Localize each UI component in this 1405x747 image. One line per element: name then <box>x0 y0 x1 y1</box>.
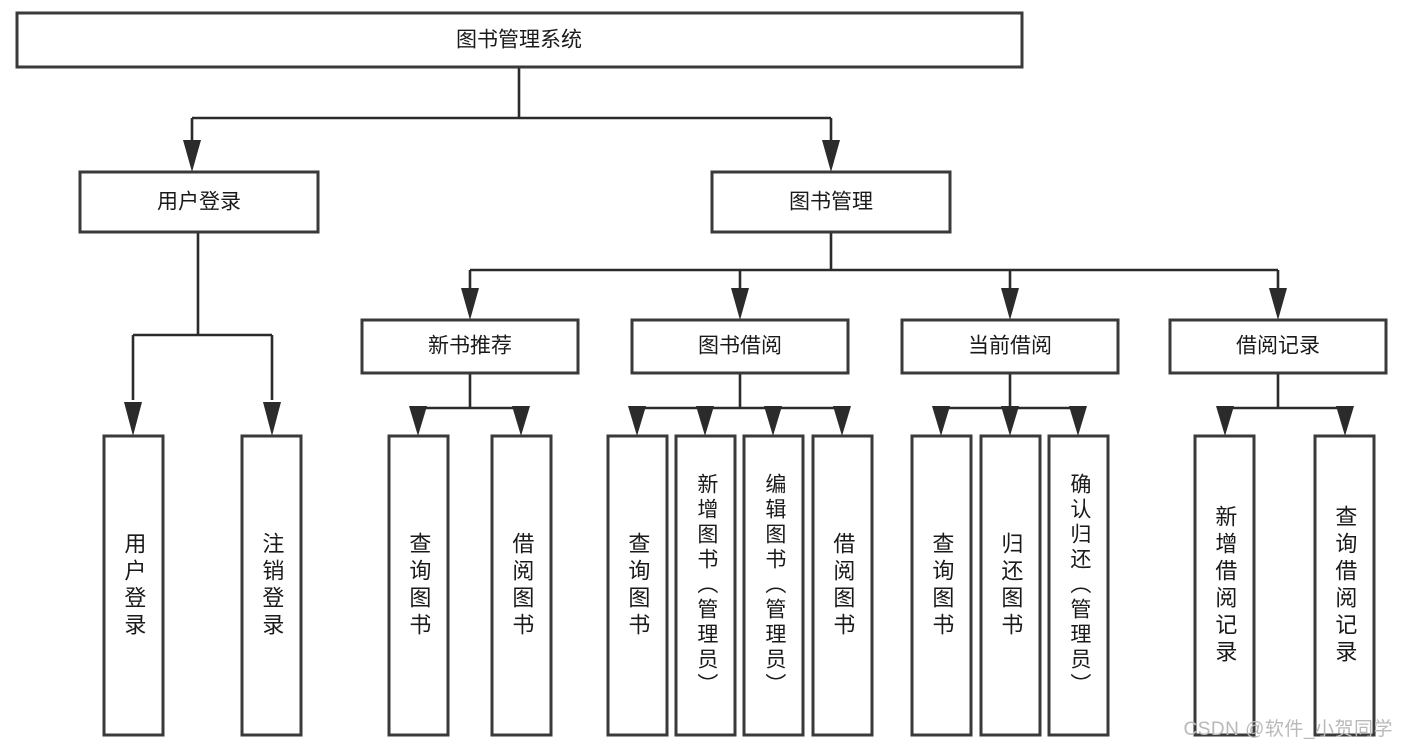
node-borrow-record[interactable]: 借阅记录 <box>1168 318 1388 375</box>
leaf-user-logout-vtext: 注销登录 <box>259 531 285 640</box>
leaf-borrow-query[interactable]: 查询图书 <box>606 434 669 737</box>
node-user-login-box[interactable] <box>78 170 320 234</box>
leaf-newbook-query-vtext: 查询图书 <box>406 531 432 640</box>
node-book-management-box[interactable] <box>710 170 952 234</box>
leaf-current-query-box[interactable] <box>910 434 973 737</box>
leaf-newbook-query-text-wrap: 查询图书 <box>406 531 432 640</box>
arrow-root-to-user-icon <box>183 140 201 172</box>
leaf-borrow-do-vtext: 借阅图书 <box>830 531 856 640</box>
leaf-borrow-edit-text-wrap: 编辑图书（管理员） <box>762 473 786 698</box>
node-root-label: 图书管理系统 <box>456 29 582 52</box>
leaf-record-query-text-wrap: 查询借阅记录 <box>1332 504 1358 667</box>
leaf-current-return-vtext: 归还图书 <box>998 531 1024 640</box>
leaf-record-add-box[interactable] <box>1193 434 1256 737</box>
leaf-user-logout-box[interactable] <box>240 434 303 737</box>
leaf-user-login-1-box[interactable] <box>102 434 165 737</box>
leaf-record-query-box[interactable] <box>1313 434 1376 737</box>
node-user-login-label: 用户登录 <box>157 191 241 214</box>
arrow-newbook-leaf1-icon <box>409 406 427 436</box>
node-borrow-record-box[interactable] <box>1168 318 1388 375</box>
leaf-user-login-1-text-wrap: 用户登录 <box>121 531 147 640</box>
leaf-newbook-borrow[interactable]: 借阅图书 <box>490 434 553 737</box>
leaf-current-confirm-box[interactable] <box>1047 434 1110 737</box>
arrow-record-leaf2-icon <box>1336 406 1354 436</box>
node-new-book-recommend[interactable]: 新书推荐 <box>360 318 580 375</box>
node-current-borrow[interactable]: 当前借阅 <box>900 318 1120 375</box>
leaf-newbook-query-box[interactable] <box>387 434 450 737</box>
leaf-user-login-1-vtext: 用户登录 <box>121 531 147 640</box>
leaf-user-login-1[interactable]: 用户登录 <box>102 434 165 737</box>
leaf-record-add-text-wrap: 新增借阅记录 <box>1212 504 1238 667</box>
leaf-current-confirm-vtext: 确认归还（管理员） <box>1067 473 1091 698</box>
arrow-newbook-leaf2-icon <box>512 406 530 436</box>
arrow-user-logout-icon <box>263 402 281 436</box>
leaf-record-query[interactable]: 查询借阅记录 <box>1313 434 1376 737</box>
node-book-borrow-box[interactable] <box>630 318 850 375</box>
leaf-borrow-edit-vtext: 编辑图书（管理员） <box>762 473 786 698</box>
leaf-borrow-do-box[interactable] <box>811 434 874 737</box>
leaf-current-confirm[interactable]: 确认归还（管理员） <box>1047 434 1110 737</box>
leaf-borrow-query-vtext: 查询图书 <box>625 531 651 640</box>
leaf-current-confirm-text-wrap: 确认归还（管理员） <box>1067 473 1091 698</box>
node-root[interactable]: 图书管理系统 <box>15 11 1024 69</box>
arrow-root-to-book-icon <box>822 140 840 172</box>
leaf-user-logout-text-wrap: 注销登录 <box>259 531 285 640</box>
leaf-borrow-query-text-wrap: 查询图书 <box>625 531 651 640</box>
node-book-borrow[interactable]: 图书借阅 <box>630 318 850 375</box>
arrow-current-leaf3-icon <box>1069 406 1087 436</box>
leaf-borrow-edit-box[interactable] <box>742 434 805 737</box>
node-new-book-recommend-label: 新书推荐 <box>428 335 512 358</box>
leaf-record-add-vtext: 新增借阅记录 <box>1212 504 1238 667</box>
arrow-record-leaf1-icon <box>1216 406 1234 436</box>
node-root-box[interactable] <box>15 11 1024 69</box>
leaf-newbook-query[interactable]: 查询图书 <box>387 434 450 737</box>
node-book-management[interactable]: 图书管理 <box>710 170 952 234</box>
arrow-to-record-icon <box>1269 288 1287 320</box>
node-book-borrow-label: 图书借阅 <box>698 335 782 358</box>
leaf-current-query-text-wrap: 查询图书 <box>929 531 955 640</box>
leaf-newbook-borrow-text-wrap: 借阅图书 <box>509 531 535 640</box>
leaf-borrow-add-text-wrap: 新增图书（管理员） <box>694 473 718 698</box>
node-current-borrow-box[interactable] <box>900 318 1120 375</box>
leaf-current-query[interactable]: 查询图书 <box>910 434 973 737</box>
arrow-current-leaf1-icon <box>932 406 950 436</box>
leaf-current-query-vtext: 查询图书 <box>929 531 955 640</box>
node-user-login[interactable]: 用户登录 <box>78 170 320 234</box>
node-book-management-label: 图书管理 <box>789 191 873 214</box>
arrow-borrow-leaf3-icon <box>764 406 782 436</box>
leaf-current-return-box[interactable] <box>979 434 1042 737</box>
leaf-borrow-edit[interactable]: 编辑图书（管理员） <box>742 434 805 737</box>
leaf-borrow-add-box[interactable] <box>674 434 737 737</box>
arrow-borrow-leaf1-icon <box>628 406 646 436</box>
arrow-to-new-book-icon <box>461 288 479 320</box>
arrow-to-borrow-icon <box>731 288 749 320</box>
leaf-user-logout[interactable]: 注销登录 <box>240 434 303 737</box>
leaf-borrow-add[interactable]: 新增图书（管理员） <box>674 434 737 737</box>
leaf-borrow-do[interactable]: 借阅图书 <box>811 434 874 737</box>
leaf-borrow-query-box[interactable] <box>606 434 669 737</box>
leaf-newbook-borrow-vtext: 借阅图书 <box>509 531 535 640</box>
leaf-record-query-vtext: 查询借阅记录 <box>1332 504 1358 667</box>
node-current-borrow-label: 当前借阅 <box>968 335 1052 358</box>
arrow-borrow-leaf2-icon <box>696 406 714 436</box>
leaf-newbook-borrow-box[interactable] <box>490 434 553 737</box>
node-borrow-record-label: 借阅记录 <box>1236 335 1320 358</box>
leaf-borrow-do-text-wrap: 借阅图书 <box>830 531 856 640</box>
leaf-record-add[interactable]: 新增借阅记录 <box>1193 434 1256 737</box>
arrow-borrow-leaf4-icon <box>833 406 851 436</box>
arrow-current-leaf2-icon <box>1001 406 1019 436</box>
leaf-current-return-text-wrap: 归还图书 <box>998 531 1024 640</box>
node-new-book-recommend-box[interactable] <box>360 318 580 375</box>
leaf-borrow-add-vtext: 新增图书（管理员） <box>694 473 718 698</box>
connector-group <box>124 67 1354 436</box>
arrow-user-login-icon <box>124 402 142 436</box>
arrow-to-current-icon <box>1001 288 1019 320</box>
leaf-current-return[interactable]: 归还图书 <box>979 434 1042 737</box>
